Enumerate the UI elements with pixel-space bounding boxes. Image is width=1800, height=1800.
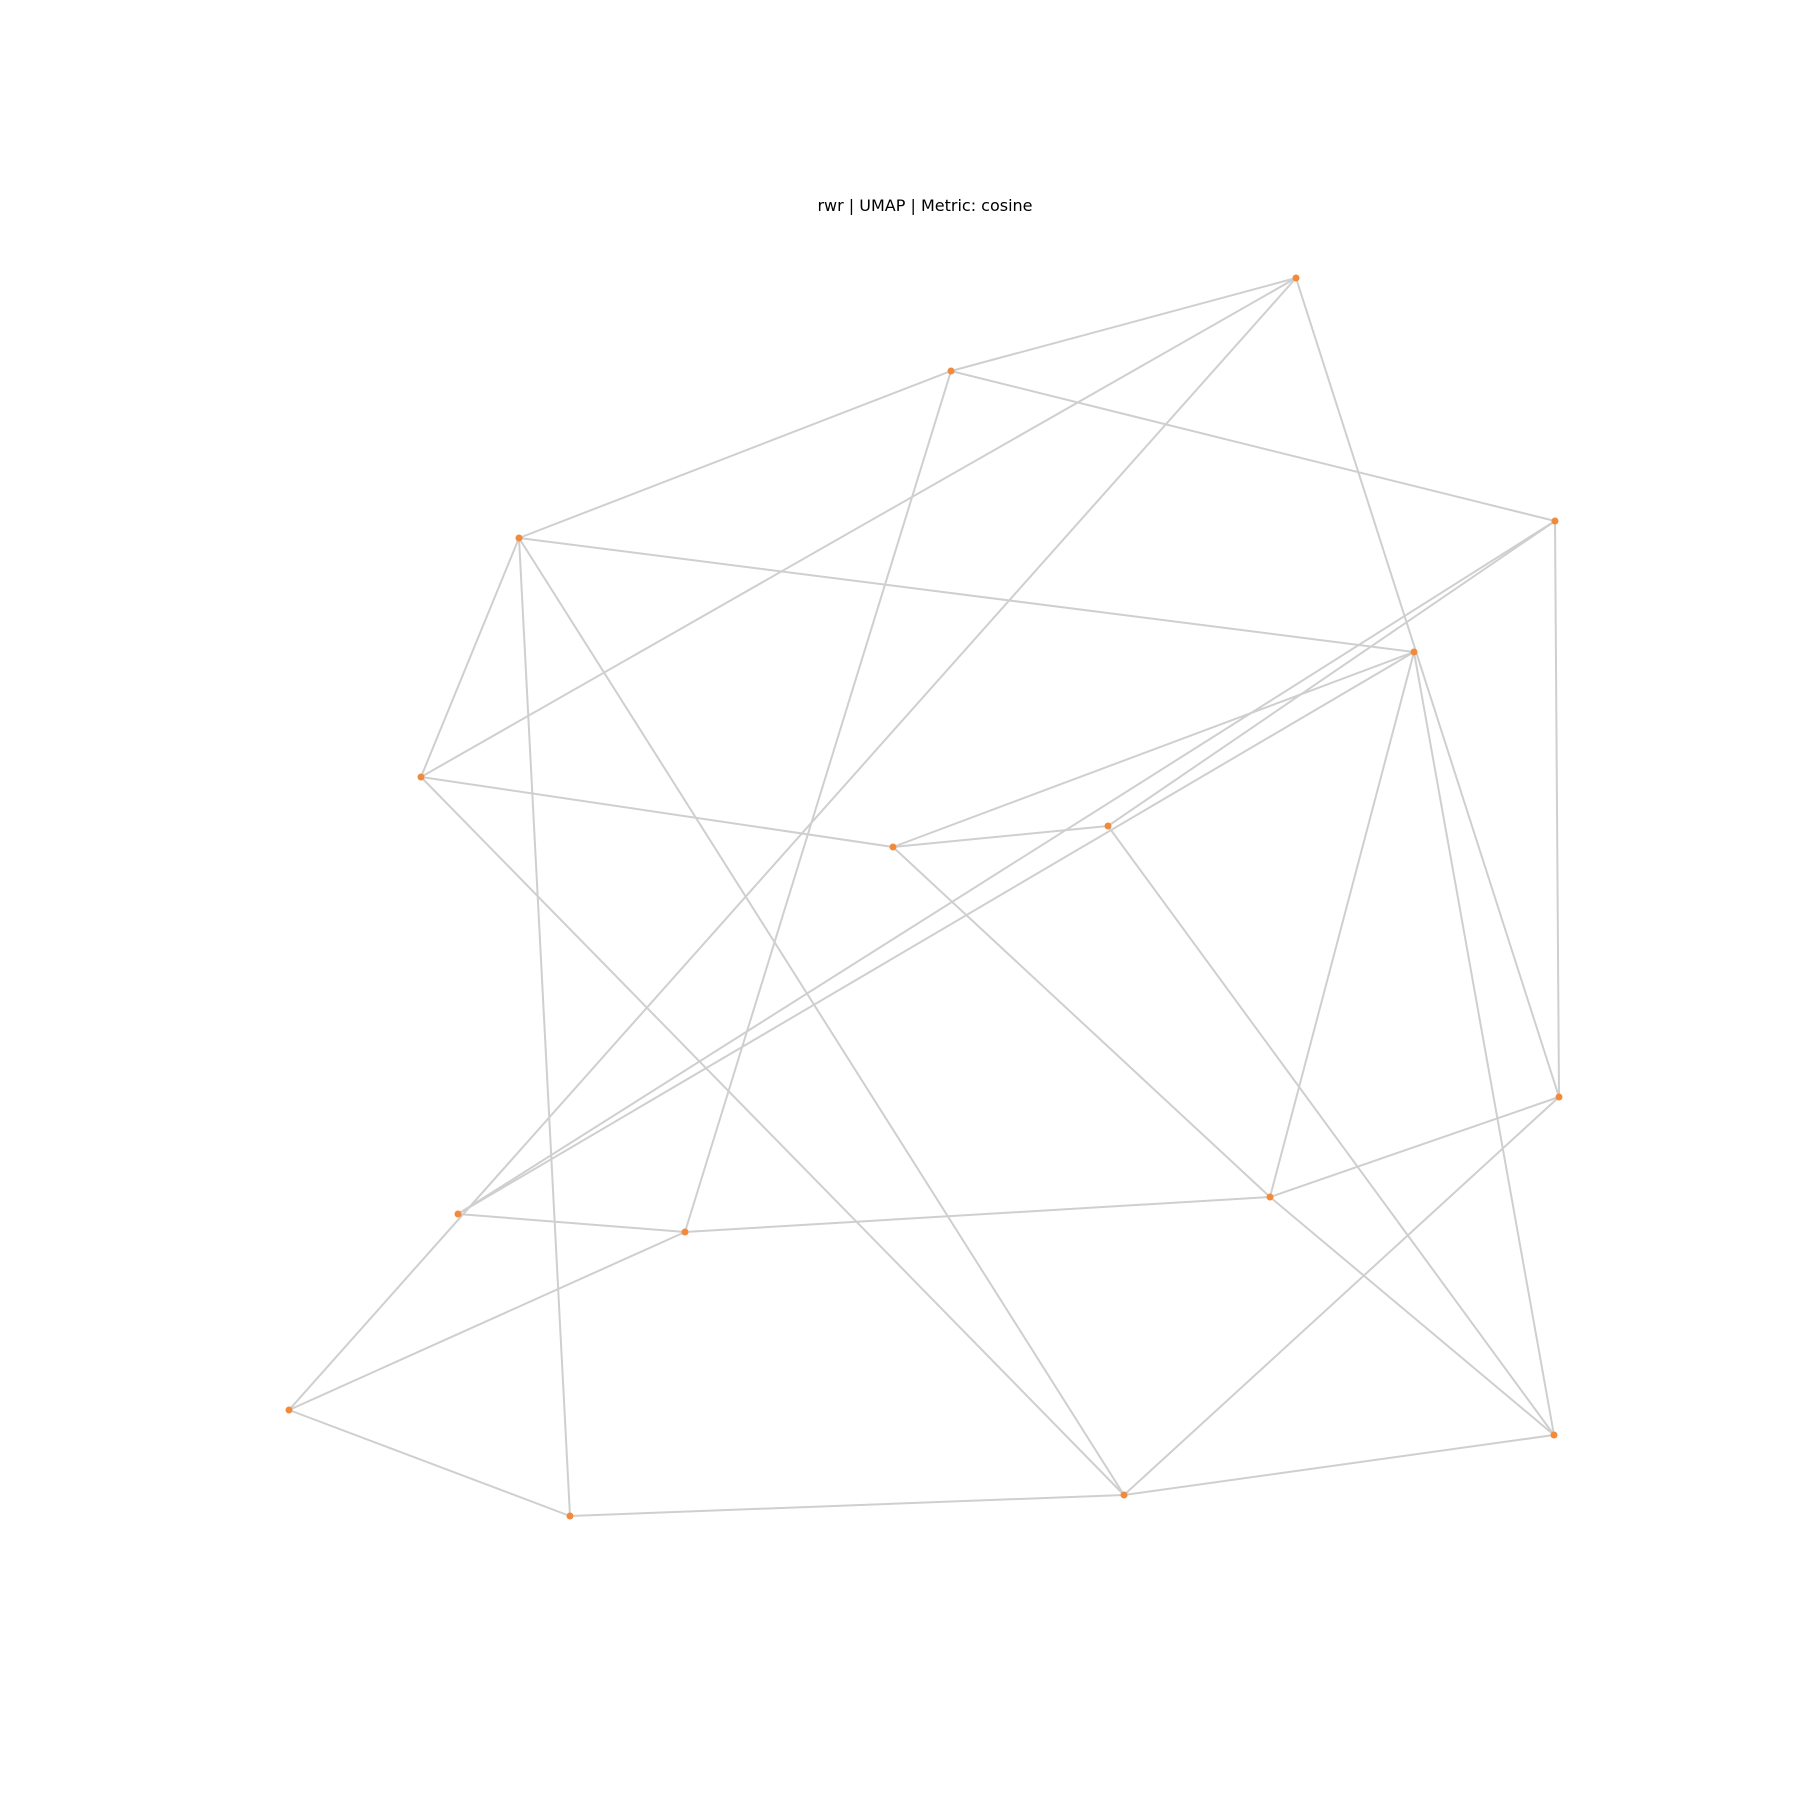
graph-edge-n3-n5 — [420, 537, 520, 778]
graph-edge-n3-n13 — [518, 537, 571, 1517]
graph-node-n13 — [566, 1512, 574, 1520]
graph-node-n5 — [417, 773, 425, 781]
graph-edge-n13-n14 — [569, 1494, 1125, 1517]
graph-edge-n11-n10 — [457, 1213, 686, 1233]
graph-edge-n11-n9 — [684, 1196, 1271, 1233]
nodes-layer — [285, 274, 1563, 1520]
graph-node-n2 — [1551, 517, 1559, 525]
graph-edge-n2-n8 — [1554, 520, 1560, 1098]
graph-edge-n3-n14 — [518, 537, 1125, 1496]
graph-edge-n1-n11 — [684, 370, 952, 1233]
graph-edge-n5-n14 — [420, 776, 1125, 1496]
graph-node-n10 — [454, 1210, 462, 1218]
graph-edge-n4-n10 — [457, 651, 1415, 1215]
graph-edge-n12-n13 — [288, 1409, 571, 1517]
graph-node-n6 — [1104, 822, 1112, 830]
graph-node-n8 — [1555, 1093, 1563, 1101]
graph-node-n7 — [889, 843, 897, 851]
graph-edge-n0-n12 — [288, 277, 1297, 1411]
graph-node-n9 — [1266, 1193, 1274, 1201]
graph-edge-n1-n3 — [518, 370, 952, 539]
graph-edge-n2-n6 — [1107, 520, 1556, 827]
edges-layer — [288, 277, 1560, 1517]
graph-edge-n1-n2 — [950, 370, 1556, 522]
graph-edge-n14-n15 — [1123, 1434, 1555, 1496]
graph-edge-n11-n12 — [288, 1231, 686, 1411]
graph-edge-n9-n15 — [1269, 1196, 1555, 1436]
graph-edge-n7-n4 — [892, 651, 1415, 848]
graph-node-n12 — [285, 1406, 293, 1414]
graph-node-n14 — [1120, 1491, 1128, 1499]
graph-edge-n0-n5 — [420, 277, 1297, 778]
graph-node-n1 — [947, 367, 955, 375]
graph-edge-n1-n0 — [950, 277, 1297, 372]
graph-node-n11 — [681, 1228, 689, 1236]
graph-edge-n6-n7 — [892, 825, 1109, 848]
plot-title: rwr | UMAP | Metric: cosine — [817, 196, 1032, 215]
graph-edge-n8-n14 — [1123, 1096, 1560, 1496]
graph-edge-n4-n15 — [1413, 651, 1555, 1436]
graph-edge-n6-n15 — [1107, 825, 1555, 1436]
graph-edge-n3-n4 — [518, 537, 1415, 653]
graph-node-n0 — [1292, 274, 1300, 282]
graph-edge-n2-n10 — [457, 520, 1556, 1215]
graph-edge-n8-n9 — [1269, 1096, 1560, 1198]
graph-node-n15 — [1550, 1431, 1558, 1439]
graph-edge-n5-n7 — [420, 776, 894, 848]
graph-node-n4 — [1410, 648, 1418, 656]
graph-edge-n0-n8 — [1295, 277, 1560, 1098]
graph-edge-n4-n9 — [1269, 651, 1415, 1198]
graph-node-n3 — [515, 534, 523, 542]
graph-edge-n7-n9 — [892, 846, 1271, 1198]
